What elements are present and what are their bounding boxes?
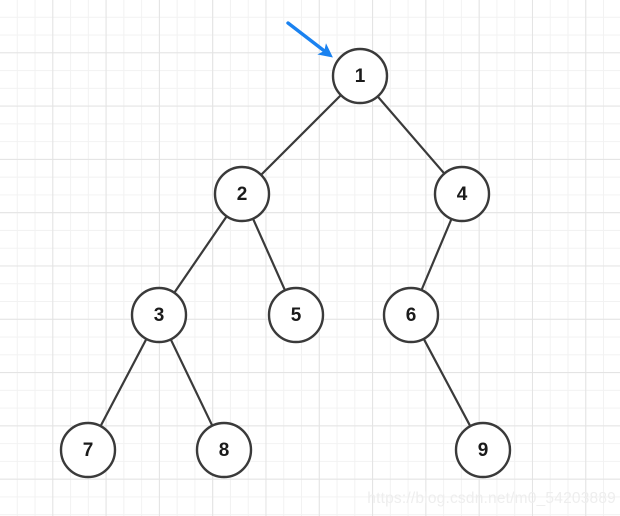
tree-node-2[interactable]: 2 bbox=[213, 165, 271, 223]
tree-edge-6-9 bbox=[422, 337, 472, 428]
node-label-3: 3 bbox=[154, 305, 165, 326]
node-circle-2 bbox=[213, 165, 271, 223]
node-label-8: 8 bbox=[219, 440, 230, 461]
node-circle-7 bbox=[59, 421, 117, 479]
tree-edge-2-5 bbox=[251, 217, 287, 292]
tree-node-6[interactable]: 6 bbox=[382, 286, 440, 344]
tree-edge-1-4 bbox=[376, 95, 446, 175]
node-label-9: 9 bbox=[478, 440, 489, 461]
tree-edge-1-2 bbox=[259, 93, 343, 177]
node-circle-8 bbox=[195, 421, 253, 479]
root-pointer-arrow bbox=[286, 21, 333, 58]
tree-edge-3-7 bbox=[99, 337, 148, 428]
tree-edges bbox=[99, 93, 472, 428]
node-label-5: 5 bbox=[291, 305, 302, 326]
tree-edge-4-6 bbox=[420, 217, 453, 292]
node-label-2: 2 bbox=[237, 184, 248, 205]
node-label-7: 7 bbox=[83, 440, 94, 461]
node-circle-5 bbox=[267, 286, 325, 344]
watermark: https://blog.csdn.net/m0_54203889 bbox=[367, 490, 616, 507]
tree-node-1[interactable]: 1 bbox=[331, 47, 389, 105]
tree-nodes: 1 2 4 3 5 6 7 8 9 bbox=[59, 47, 512, 479]
annotation-layer bbox=[286, 21, 333, 58]
tree-node-8[interactable]: 8 bbox=[195, 421, 253, 479]
tree-node-7[interactable]: 7 bbox=[59, 421, 117, 479]
node-label-4: 4 bbox=[457, 184, 468, 205]
node-circle-4 bbox=[433, 165, 491, 223]
node-circle-9 bbox=[454, 421, 512, 479]
node-label-6: 6 bbox=[406, 305, 417, 326]
node-circle-1 bbox=[331, 47, 389, 105]
tree-node-4[interactable]: 4 bbox=[433, 165, 491, 223]
node-circle-6 bbox=[382, 286, 440, 344]
node-label-1: 1 bbox=[355, 66, 366, 87]
node-circle-3 bbox=[130, 286, 188, 344]
tree-node-3[interactable]: 3 bbox=[130, 286, 188, 344]
tree-node-5[interactable]: 5 bbox=[267, 286, 325, 344]
tree-edge-2-3 bbox=[173, 215, 228, 294]
tree-node-9[interactable]: 9 bbox=[454, 421, 512, 479]
tree-edge-3-8 bbox=[169, 338, 214, 427]
